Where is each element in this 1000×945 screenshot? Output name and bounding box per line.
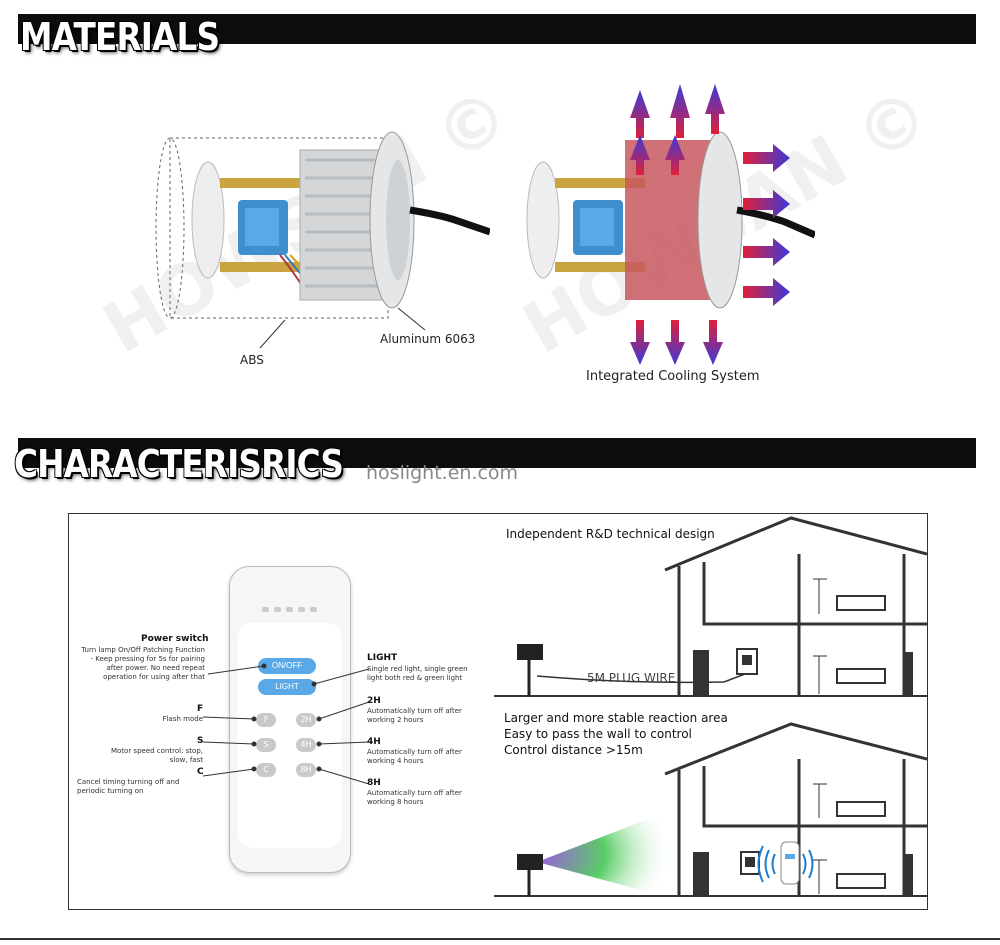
f-button[interactable]: F bbox=[256, 713, 276, 727]
s-button[interactable]: S bbox=[256, 738, 276, 752]
characteristics-panel: ON/OFF LIGHT F 2H S 4H C 8H Power switch… bbox=[68, 513, 928, 910]
4h-title: 4H bbox=[367, 737, 381, 747]
website-text: hoslight.en.com bbox=[366, 462, 519, 484]
power-switch-title: Power switch bbox=[141, 634, 209, 644]
abs-label: ABS bbox=[240, 353, 264, 367]
8h-title: 8H bbox=[367, 778, 381, 788]
f-desc: Flash mode bbox=[162, 715, 203, 723]
c-button[interactable]: C bbox=[256, 763, 276, 777]
aluminum-label: Aluminum 6063 bbox=[380, 332, 476, 346]
2h-title: 2H bbox=[367, 696, 381, 706]
cooling-system-image bbox=[526, 84, 815, 365]
light-button[interactable]: LIGHT bbox=[258, 679, 316, 695]
onoff-button[interactable]: ON/OFF bbox=[258, 658, 316, 674]
materials-banner-bar bbox=[18, 14, 976, 44]
lamp-abs-image bbox=[155, 131, 490, 349]
reaction-line-2: Easy to pass the wall to control bbox=[504, 727, 692, 741]
c-desc: Cancel timing turning off and periodic t… bbox=[77, 778, 180, 795]
house-wireless-illustration bbox=[494, 722, 927, 899]
remote-control: ON/OFF LIGHT F 2H S 4H C 8H bbox=[229, 566, 351, 873]
characteristics-banner-bar bbox=[18, 438, 976, 468]
plug-wire-label: 5M PLUG WIRE bbox=[587, 671, 676, 685]
house-wired-illustration bbox=[494, 516, 927, 697]
bottom-divider bbox=[0, 938, 1000, 940]
remote-leader-lines bbox=[202, 663, 370, 785]
f-title: F bbox=[197, 704, 204, 714]
reaction-line-1: Larger and more stable reaction area bbox=[504, 711, 728, 725]
s-title: S bbox=[197, 736, 204, 746]
8h-button[interactable]: 8H bbox=[296, 763, 316, 777]
reaction-line-3: Control distance >15m bbox=[504, 743, 643, 757]
power-switch-desc: Turn lamp On/Off Patching Function - Kee… bbox=[81, 646, 205, 681]
2h-button[interactable]: 2H bbox=[296, 713, 316, 727]
light-desc: Single red light, single green light bot… bbox=[367, 665, 468, 682]
4h-button[interactable]: 4H bbox=[296, 738, 316, 752]
2h-desc: Automatically turn off after working 2 h… bbox=[367, 707, 462, 724]
cooling-system-label: Integrated Cooling System bbox=[586, 369, 760, 384]
characteristics-title: CHARACTERISRICS bbox=[14, 442, 344, 486]
c-title: C bbox=[197, 767, 204, 777]
materials-title: MATERIALS bbox=[20, 15, 220, 59]
remote-indicator-dots bbox=[262, 607, 318, 613]
4h-desc: Automatically turn off after working 4 h… bbox=[367, 748, 462, 765]
8h-desc: Automatically turn off after working 8 h… bbox=[367, 789, 462, 806]
s-desc: Motor speed control: stop, slow, fast bbox=[110, 747, 203, 764]
light-title: LIGHT bbox=[367, 653, 398, 663]
design-caption: Independent R&D technical design bbox=[506, 527, 715, 541]
